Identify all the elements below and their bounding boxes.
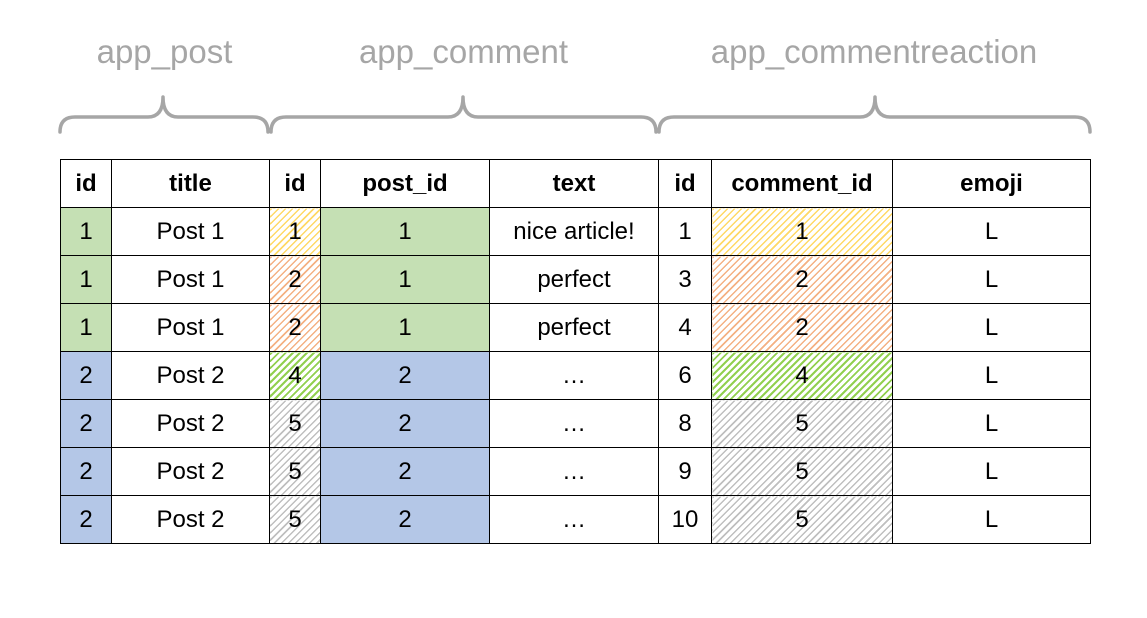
reaction-id-cell: 1 xyxy=(658,207,712,256)
comment-id-fk-cell: 2 xyxy=(711,303,893,352)
comment-id-cell: 5 xyxy=(269,495,321,544)
column-header-text: text xyxy=(489,159,659,208)
title-cell: Post 1 xyxy=(111,255,270,304)
emoji-cell: L xyxy=(892,303,1091,352)
comment-id-fk-cell: 2 xyxy=(711,255,893,304)
title-cell: Post 2 xyxy=(111,447,270,496)
reaction-id-cell: 9 xyxy=(658,447,712,496)
text-cell: nice article! xyxy=(489,207,659,256)
column-header-comment-id: id xyxy=(269,159,321,208)
emoji-cell: L xyxy=(892,399,1091,448)
title-cell: Post 2 xyxy=(111,399,270,448)
emoji-cell: L xyxy=(892,207,1091,256)
title-cell: Post 2 xyxy=(111,351,270,400)
column-header-title: title xyxy=(111,159,270,208)
comment-id-fk-cell: 4 xyxy=(711,351,893,400)
post-id-fk-cell: 2 xyxy=(320,495,490,544)
comment-id-fk-cell: 5 xyxy=(711,399,893,448)
post-id-cell: 2 xyxy=(60,351,112,400)
post-id-fk-cell: 1 xyxy=(320,255,490,304)
reaction-id-cell: 3 xyxy=(658,255,712,304)
column-header-post-id: id xyxy=(60,159,112,208)
post-id-fk-cell: 2 xyxy=(320,399,490,448)
comment-id-cell: 2 xyxy=(269,303,321,352)
post-id-fk-cell: 2 xyxy=(320,351,490,400)
comment-id-fk-cell: 5 xyxy=(711,447,893,496)
post-id-cell: 1 xyxy=(60,207,112,256)
reaction-id-cell: 4 xyxy=(658,303,712,352)
brace-app-comment xyxy=(269,95,658,134)
post-id-fk-cell: 1 xyxy=(320,303,490,352)
text-cell: … xyxy=(489,351,659,400)
text-cell: … xyxy=(489,447,659,496)
group-label-app-commentreaction: app_commentreaction xyxy=(710,33,1038,70)
reaction-id-cell: 8 xyxy=(658,399,712,448)
text-cell: … xyxy=(489,495,659,544)
reaction-id-cell: 10 xyxy=(658,495,712,544)
post-id-cell: 2 xyxy=(60,447,112,496)
emoji-cell: L xyxy=(892,447,1091,496)
post-id-cell: 2 xyxy=(60,399,112,448)
comment-id-cell: 5 xyxy=(269,447,321,496)
text-cell: … xyxy=(489,399,659,448)
comment-id-fk-cell: 1 xyxy=(711,207,893,256)
post-id-fk-cell: 1 xyxy=(320,207,490,256)
emoji-cell: L xyxy=(892,255,1091,304)
title-cell: Post 2 xyxy=(111,495,270,544)
comment-id-cell: 1 xyxy=(269,207,321,256)
comment-id-cell: 4 xyxy=(269,351,321,400)
column-header-reaction-id: id xyxy=(658,159,712,208)
reaction-id-cell: 6 xyxy=(658,351,712,400)
title-cell: Post 1 xyxy=(111,303,270,352)
group-label-app-post: app_post xyxy=(96,33,233,70)
comment-id-cell: 5 xyxy=(269,399,321,448)
column-header-post-id-fk: post_id xyxy=(320,159,490,208)
joined-table: id title id post_id text id comment_id e… xyxy=(60,159,1091,544)
post-id-fk-cell: 2 xyxy=(320,447,490,496)
table-header-row: id title id post_id text id comment_id e… xyxy=(60,159,1091,208)
comment-id-cell: 2 xyxy=(269,255,321,304)
post-id-cell: 1 xyxy=(60,303,112,352)
text-cell: perfect xyxy=(489,255,659,304)
column-header-comment-id-fk: comment_id xyxy=(711,159,893,208)
emoji-cell: L xyxy=(892,351,1091,400)
brace-app-commentreaction xyxy=(657,95,1092,134)
post-id-cell: 1 xyxy=(60,255,112,304)
title-cell: Post 1 xyxy=(111,207,270,256)
post-id-cell: 2 xyxy=(60,495,112,544)
text-cell: perfect xyxy=(489,303,659,352)
column-header-emoji: emoji xyxy=(892,159,1091,208)
brace-app-post xyxy=(58,95,270,134)
group-label-app-comment: app_comment xyxy=(358,33,569,70)
comment-id-fk-cell: 5 xyxy=(711,495,893,544)
emoji-cell: L xyxy=(892,495,1091,544)
